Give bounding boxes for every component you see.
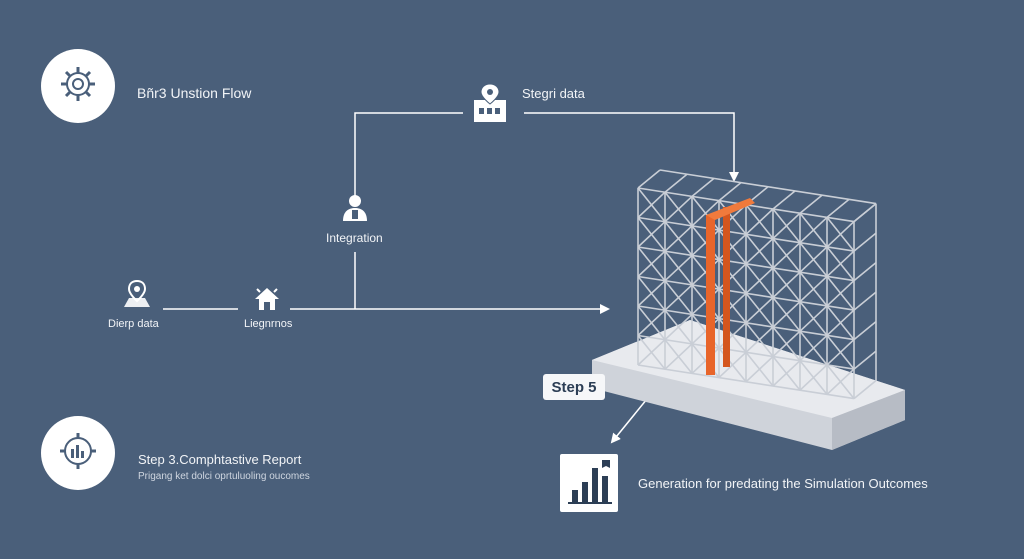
- scaffold-member: [826, 339, 855, 366]
- scaffold-member: [799, 216, 828, 244]
- scaffold-member: [664, 254, 693, 282]
- gear-circle: [41, 49, 115, 123]
- bar-chart-icon: [560, 460, 618, 516]
- scaffold-member: [745, 296, 774, 324]
- flow-title: Bñr3 Unstion Flow: [137, 85, 252, 101]
- scaffold-member: [745, 326, 774, 353]
- stegri-data-label: Stegri data: [522, 86, 585, 101]
- scaffold-member: [826, 309, 855, 336]
- orange-column: [706, 215, 715, 375]
- bar-chart-box: [560, 454, 618, 512]
- liegnrnos-label: Liegnrnos: [244, 318, 293, 330]
- scaffold-member: [772, 301, 801, 328]
- scaffold-member: [718, 351, 747, 379]
- scaffold-grid: [637, 169, 877, 400]
- generation-label: Generation for predating the Simulation …: [638, 476, 928, 491]
- scaffold-member: [664, 225, 693, 252]
- scaffold-member: [718, 181, 742, 202]
- scaffold-member: [772, 271, 801, 299]
- scaffold-member: [799, 275, 828, 303]
- report-subtitle: Prigang ket dolci oprtuluoling oucomes: [138, 471, 310, 482]
- scaffold-member: [772, 190, 796, 210]
- dierp-data-label: Dierp data: [108, 318, 159, 330]
- person-icon: [341, 193, 369, 228]
- scaffold-member: [826, 280, 855, 307]
- scaffold-member: [853, 202, 877, 223]
- scaffold-member: [799, 246, 828, 273]
- slab-edge: [832, 390, 905, 450]
- home-star-icon: [253, 286, 281, 317]
- scaffold-member: [853, 350, 877, 370]
- scaffold-member: [745, 355, 774, 383]
- scaffold-member: [637, 280, 666, 307]
- scaffold-member: [664, 284, 693, 311]
- report-gear-icon: [58, 431, 98, 476]
- scaffold-member: [745, 237, 774, 265]
- scaffold-member: [799, 364, 828, 391]
- scaffold-member: [853, 291, 877, 311]
- scaffold-member: [799, 305, 828, 332]
- scaffold-member: [772, 212, 801, 240]
- scaffold-member: [826, 221, 855, 248]
- scaffold-member: [664, 173, 688, 193]
- scaffold-member: [853, 320, 877, 341]
- scaffold-member: [772, 242, 801, 269]
- orange-beam: [706, 198, 755, 220]
- scaffold-member: [637, 250, 666, 278]
- scaffold-member: [853, 232, 877, 252]
- scaffold-member: [826, 198, 850, 219]
- scaffold-member: [772, 360, 801, 387]
- scaffold-member: [853, 261, 877, 282]
- scaffold-member: [637, 339, 666, 366]
- map-pin-icon: [121, 279, 153, 314]
- scaffold-member: [691, 200, 720, 227]
- top-loop-left: [354, 112, 463, 200]
- scaffold-member: [745, 208, 774, 235]
- scaffold-member: [664, 195, 693, 223]
- gear-icon: [58, 64, 98, 109]
- scaffold-member: [691, 177, 715, 198]
- scaffold-member: [772, 330, 801, 358]
- report-circle: [41, 416, 115, 490]
- scaffold-member: [659, 169, 877, 205]
- scaffold-member: [745, 267, 774, 294]
- scaffold-member: [637, 221, 666, 248]
- top-loop-right: [524, 112, 739, 182]
- step5-badge: Step 5: [543, 374, 605, 400]
- scaffold-member: [664, 313, 693, 341]
- scaffold-member: [637, 191, 666, 219]
- scaffold-member: [826, 368, 855, 395]
- integration-label: Integration: [326, 231, 383, 245]
- scaffold-member: [637, 169, 661, 189]
- orange-column-2: [723, 207, 730, 367]
- scaffold-member: [799, 194, 823, 214]
- scaffold-member: [826, 250, 855, 277]
- building-pin-icon: [472, 82, 508, 129]
- scaffold-member: [799, 334, 828, 362]
- scaffold-member: [637, 309, 666, 337]
- report-title: Step 3.Comphtastive Report: [138, 452, 302, 467]
- scaffold-member: [664, 343, 693, 370]
- scaffold-member: [853, 379, 877, 400]
